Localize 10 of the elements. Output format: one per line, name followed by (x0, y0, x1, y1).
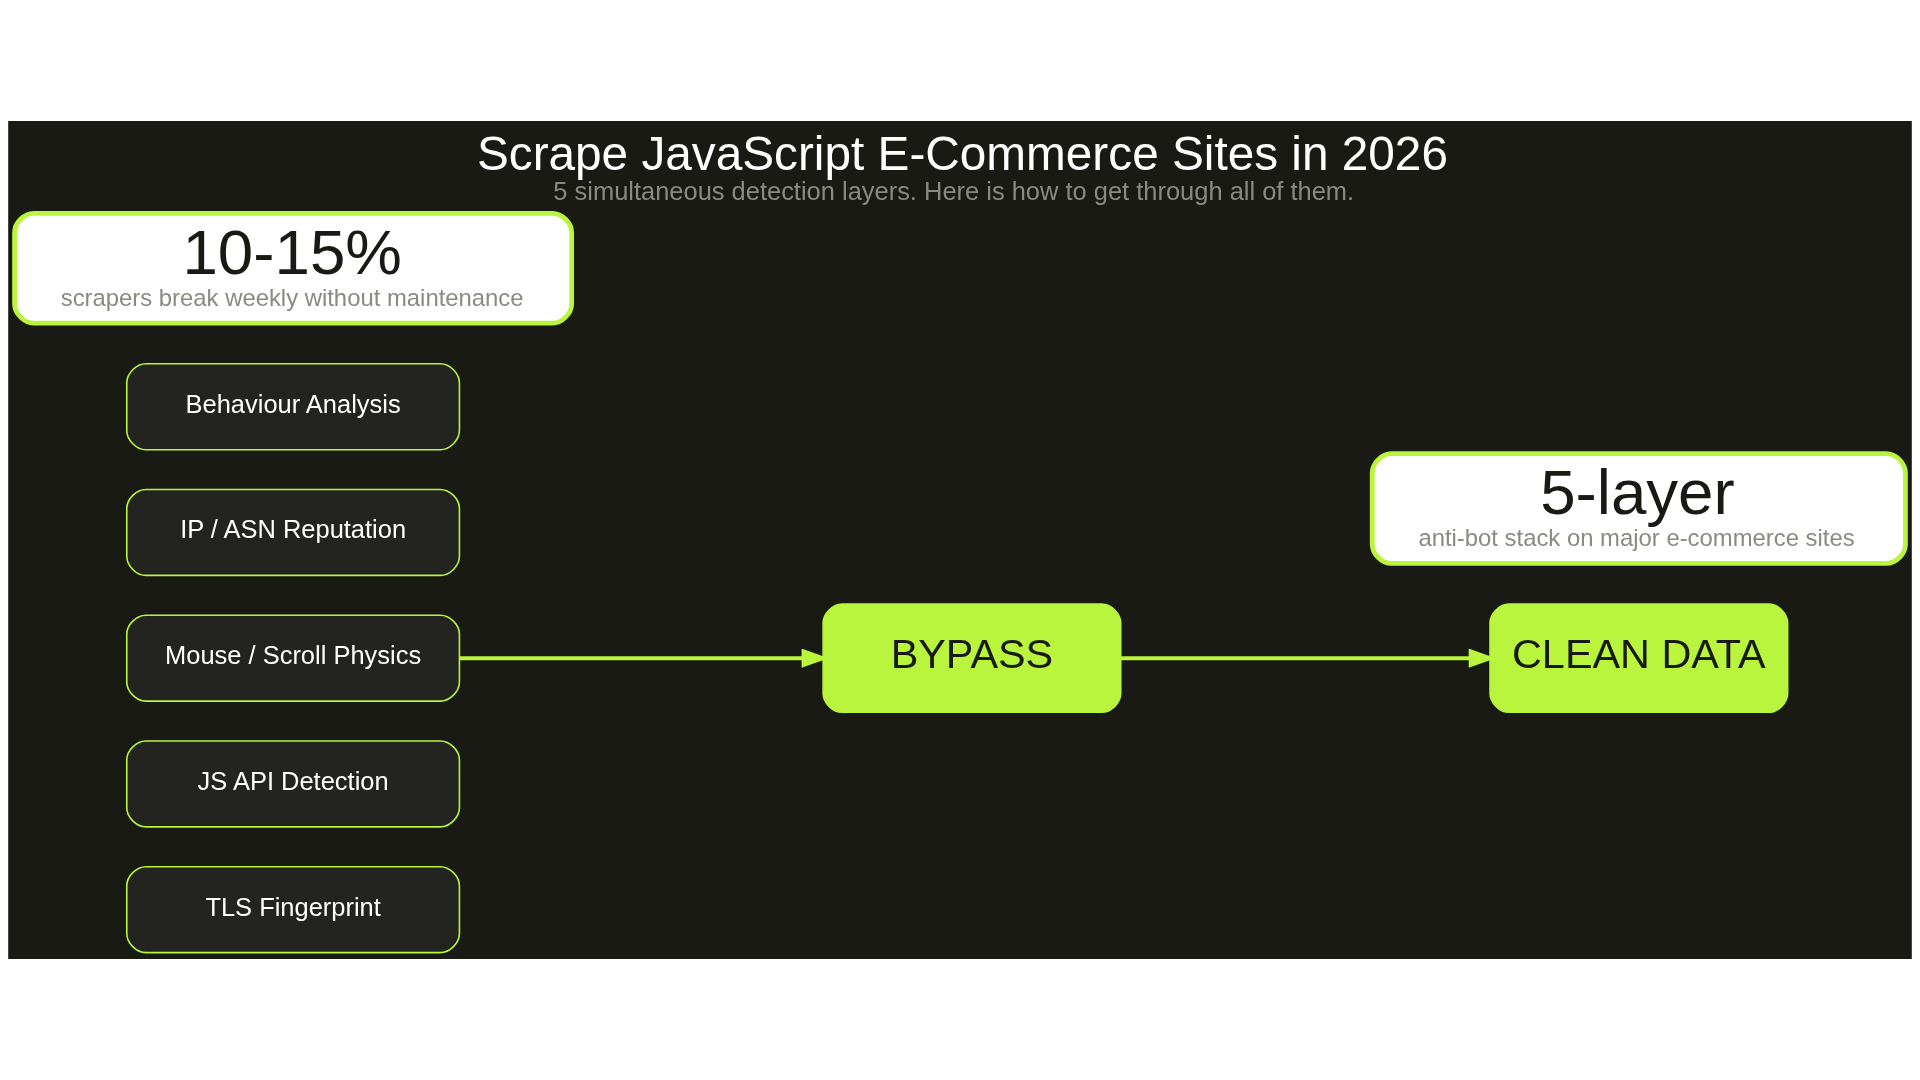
node-box: 5-layer anti-bot stack on major e-commerce sites (1369, 451, 1908, 566)
node-box: Mouse / Scroll Physics (125, 614, 461, 702)
node-box: Behaviour Analysis (125, 362, 461, 451)
node-box: CLEAN DATA (1489, 603, 1789, 714)
node-box: JS API Detection (125, 740, 461, 828)
node-box: IP / ASN Reputation (125, 488, 461, 577)
diagram-title: Scrape JavaScript E-Commerce Sites in 2026 (476, 127, 1448, 181)
node-box: 10-15% scrapers break weekly without maintenance (12, 210, 575, 326)
node-box: TLS Fingerprint (125, 865, 461, 954)
node-box: BYPASS (822, 603, 1122, 714)
